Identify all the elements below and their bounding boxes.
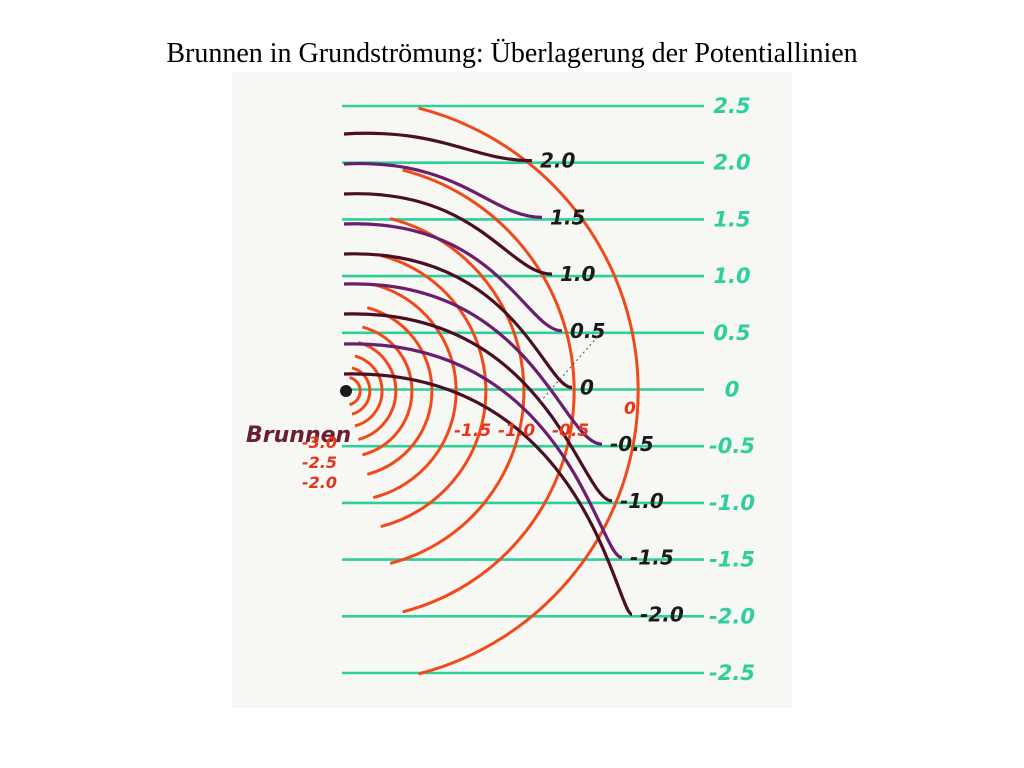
base-potential-labels: 2.5 2.0 1.5 1.0 0.5 0 -0.5 -1.0 -1.5 -2.0 -2.5 xyxy=(709,94,755,685)
well-potential-label-outer: -1.5 xyxy=(454,421,491,441)
superposed-potential-curve xyxy=(343,372,633,616)
superposed-potential-label: -1.0 xyxy=(620,489,664,513)
superposed-potential-label: 0 xyxy=(580,376,594,400)
well-potential-labels-outer: -1.5 -1.0 -0.5 0 xyxy=(454,399,636,441)
superposed-potential-label: -1.5 xyxy=(630,546,674,570)
well-potential-arc xyxy=(389,217,526,565)
superposed-potential-label: 1.0 xyxy=(560,262,596,286)
base-potential-label: 1.0 xyxy=(713,264,750,288)
well-potential-labels-inner: -3.0-2.5-2.0 xyxy=(302,433,337,492)
base-potential-label: -0.5 xyxy=(709,434,755,458)
slide-title: Brunnen in Grundströmung: Überlagerung d… xyxy=(166,38,858,69)
well-potential-arc xyxy=(354,354,384,428)
well-potential-arc xyxy=(366,306,434,476)
well-potential-label-inner: -2.5 xyxy=(302,453,337,472)
base-potential-label: 0.5 xyxy=(713,321,750,345)
well-point xyxy=(340,385,352,397)
superposed-potential-curve xyxy=(343,222,563,333)
base-potential-label: -2.5 xyxy=(709,661,755,685)
superposed-potential-lines xyxy=(343,131,633,616)
superposed-potential-curve xyxy=(343,312,613,503)
superposed-potential-label: -2.0 xyxy=(640,602,684,626)
superposed-potential-label: 0.5 xyxy=(570,319,605,343)
superposed-potential-curve xyxy=(343,131,533,163)
well-label: Brunnen xyxy=(246,423,351,448)
superposed-potential-curve xyxy=(343,162,543,219)
superposed-potential-labels: 2.0 1.5 1.0 0.5 0 -0.5 -1.0 -1.5 -2.0 xyxy=(540,149,684,627)
base-potential-label: 2.5 xyxy=(713,94,750,118)
well-potential-arc xyxy=(349,375,362,407)
well-potential-label-outer: -1.0 xyxy=(498,421,535,441)
superposed-potential-label: -0.5 xyxy=(610,432,654,456)
well-potential-label-inner: -3.0 xyxy=(302,433,337,452)
superposed-potential-curve xyxy=(343,342,623,560)
well-potential-label-outer: -0.5 xyxy=(552,421,589,441)
well-potential-arc xyxy=(351,366,372,416)
superposed-potential-label: 1.5 xyxy=(550,205,585,229)
well-potential-arc xyxy=(380,253,488,529)
figure-canvas: 2.52.01.51.00.50-0.5-1.0-1.5-2.0-2.5 2.0… xyxy=(232,72,792,708)
base-potential-label: -1.5 xyxy=(709,548,755,572)
base-potential-label: -1.0 xyxy=(709,491,755,515)
base-potential-label: 2.0 xyxy=(713,151,750,175)
base-potential-label: -2.0 xyxy=(709,604,755,628)
superposed-potential-curve xyxy=(343,282,603,446)
dotted-guide-line xyxy=(539,333,601,403)
well-potential-label-inner: -2.0 xyxy=(302,473,337,492)
base-potential-label: 1.5 xyxy=(713,207,750,231)
well-potential-arc xyxy=(362,325,414,457)
superposed-potential-curve xyxy=(343,192,553,276)
well-potential-label-outer: 0 xyxy=(624,399,636,419)
well-potential-arc xyxy=(402,168,576,614)
superposed-potential-curve xyxy=(343,252,573,390)
superposed-potential-label: 2.0 xyxy=(540,149,576,173)
well-potential-arc xyxy=(358,341,398,441)
base-potential-label: 0 xyxy=(725,378,740,402)
